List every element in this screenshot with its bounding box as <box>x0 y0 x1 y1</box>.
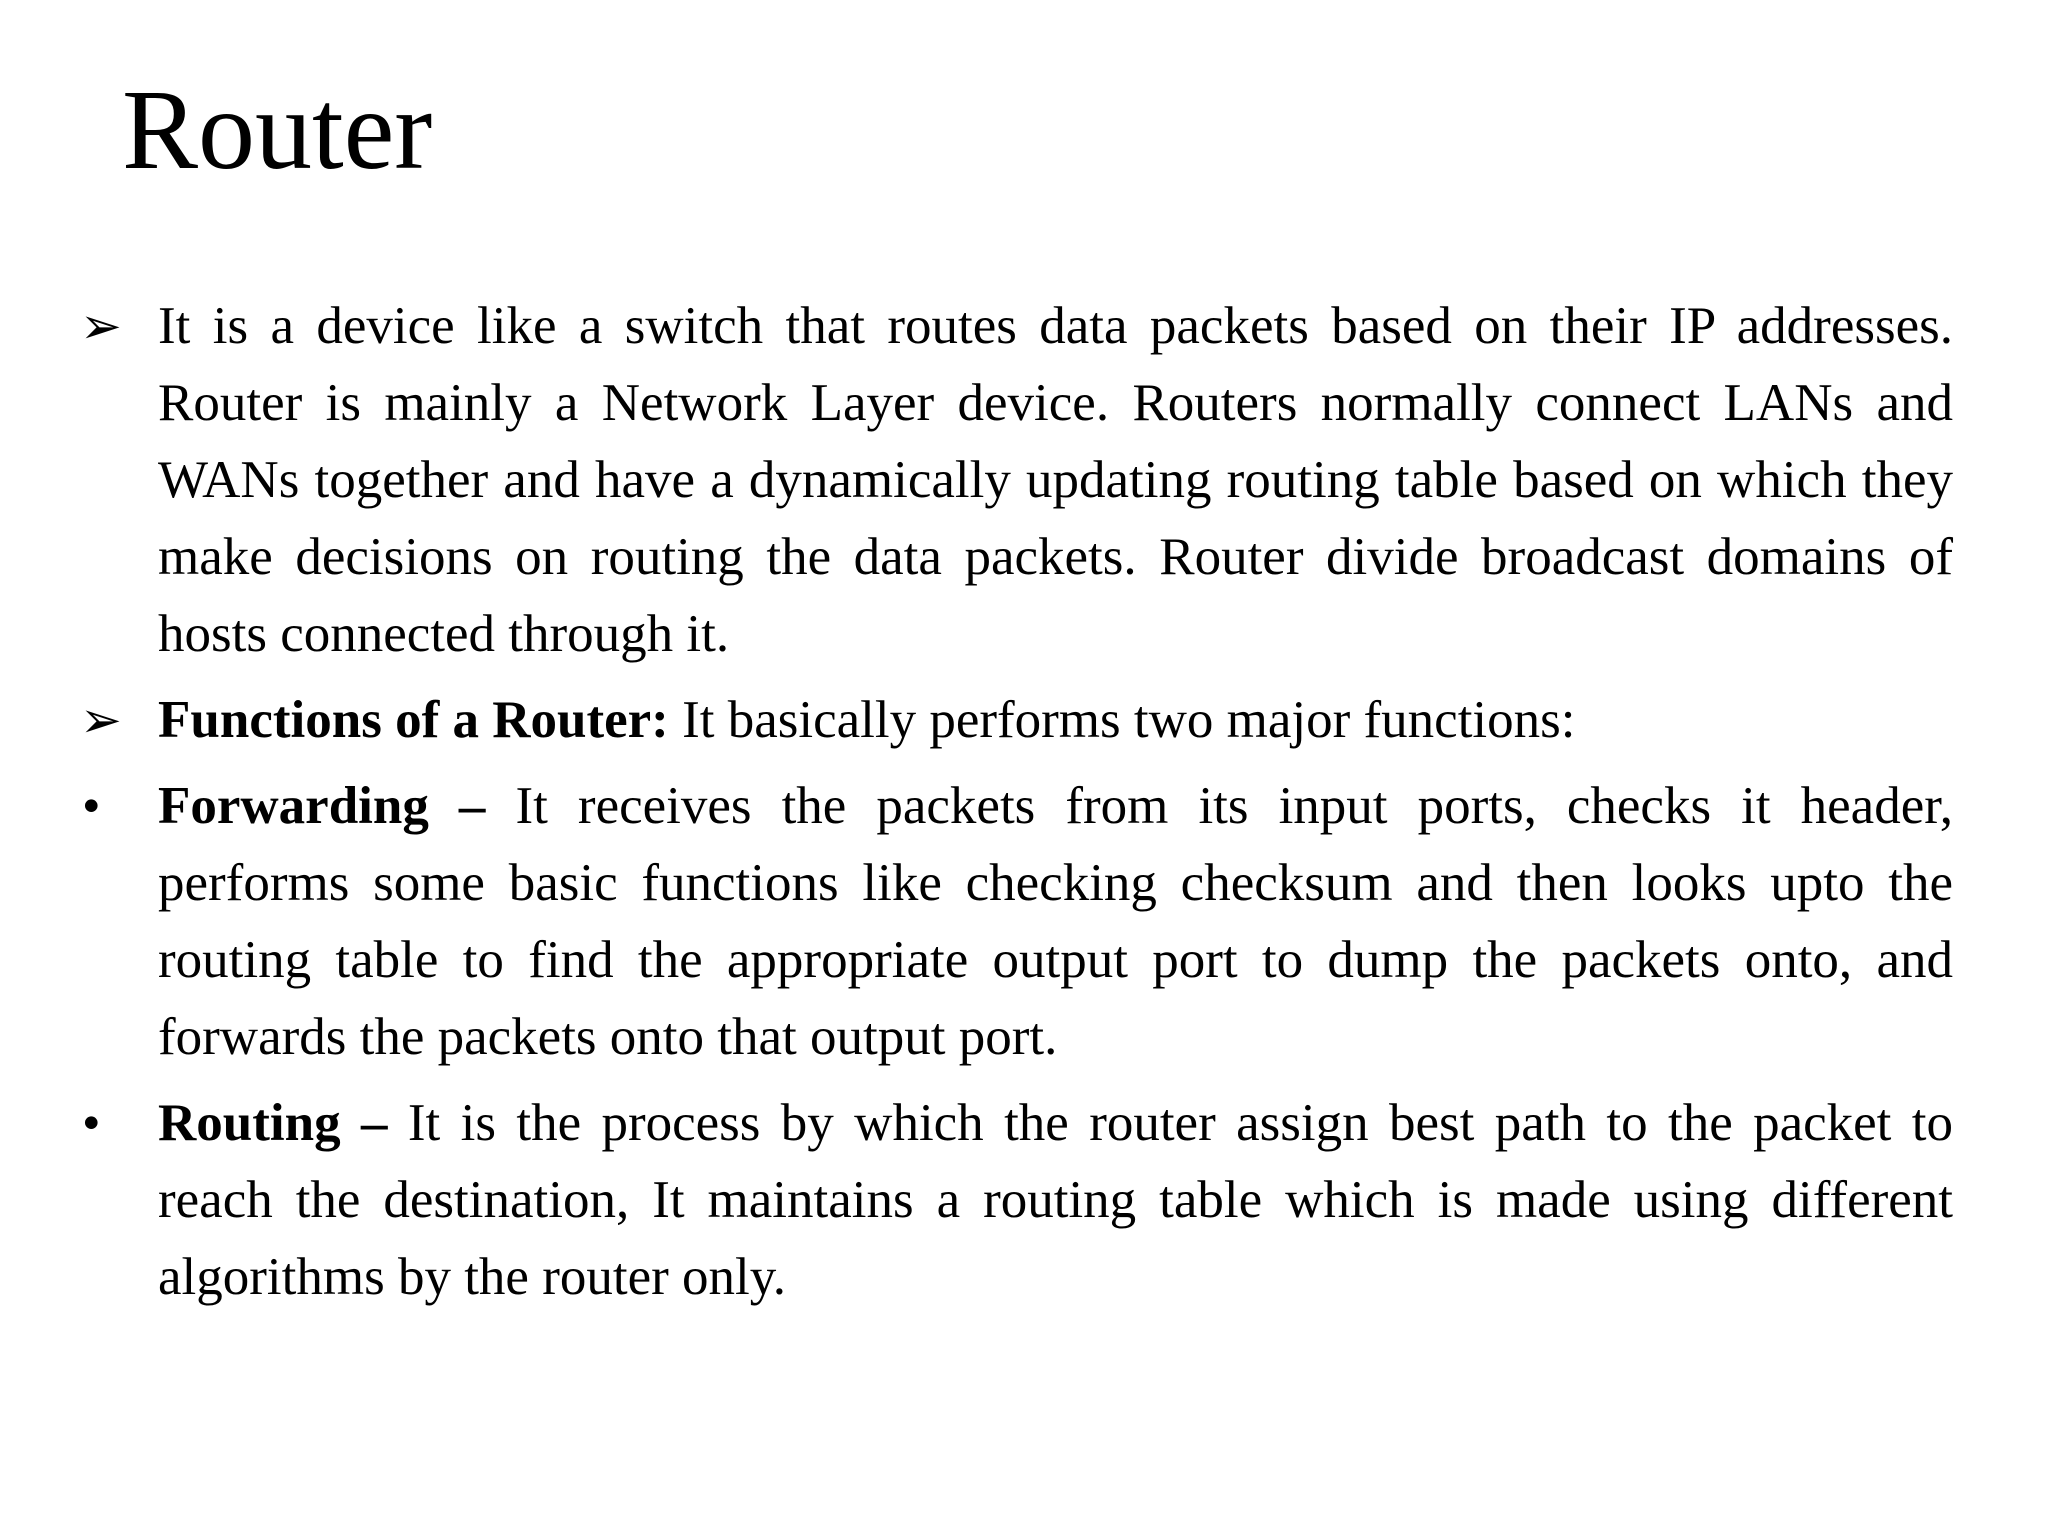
bullet-body-text: It is the process by which the router as… <box>158 1094 1953 1306</box>
dot-bullet-icon: • <box>82 1094 101 1152</box>
arrow-bullet-icon: ➢ <box>80 691 122 749</box>
bullet-lead-bold: Forwarding – <box>158 777 486 835</box>
bullet-item-functions: ➢ Functions of a Router: It basically pe… <box>80 682 1953 759</box>
bullet-lead-bold: Routing – <box>158 1094 388 1152</box>
bullet-item-routing: • Routing – It is the process by which t… <box>80 1085 1953 1316</box>
bullet-body-text: It receives the packets from its input p… <box>158 777 1953 1066</box>
bullet-text: Routing – It is the process by which the… <box>158 1085 1953 1316</box>
bullet-text: It is a device like a switch that routes… <box>158 288 1953 673</box>
slide-body: ➢ It is a device like a switch that rout… <box>80 288 1953 1316</box>
bullet-item-intro: ➢ It is a device like a switch that rout… <box>80 288 1953 673</box>
bullet-body-text: It is a device like a switch that routes… <box>158 297 1953 663</box>
arrow-bullet-icon: ➢ <box>80 297 122 355</box>
bullet-lead-bold: Functions of a Router: <box>158 691 669 749</box>
bullet-body-text: It basically performs two major function… <box>668 691 1576 749</box>
bullet-text: Forwarding – It receives the packets fro… <box>158 768 1953 1076</box>
bullet-item-forwarding: • Forwarding – It receives the packets f… <box>80 768 1953 1076</box>
page-title: Router <box>122 66 433 193</box>
dot-bullet-icon: • <box>82 777 101 835</box>
bullet-text: Functions of a Router: It basically perf… <box>158 682 1953 759</box>
